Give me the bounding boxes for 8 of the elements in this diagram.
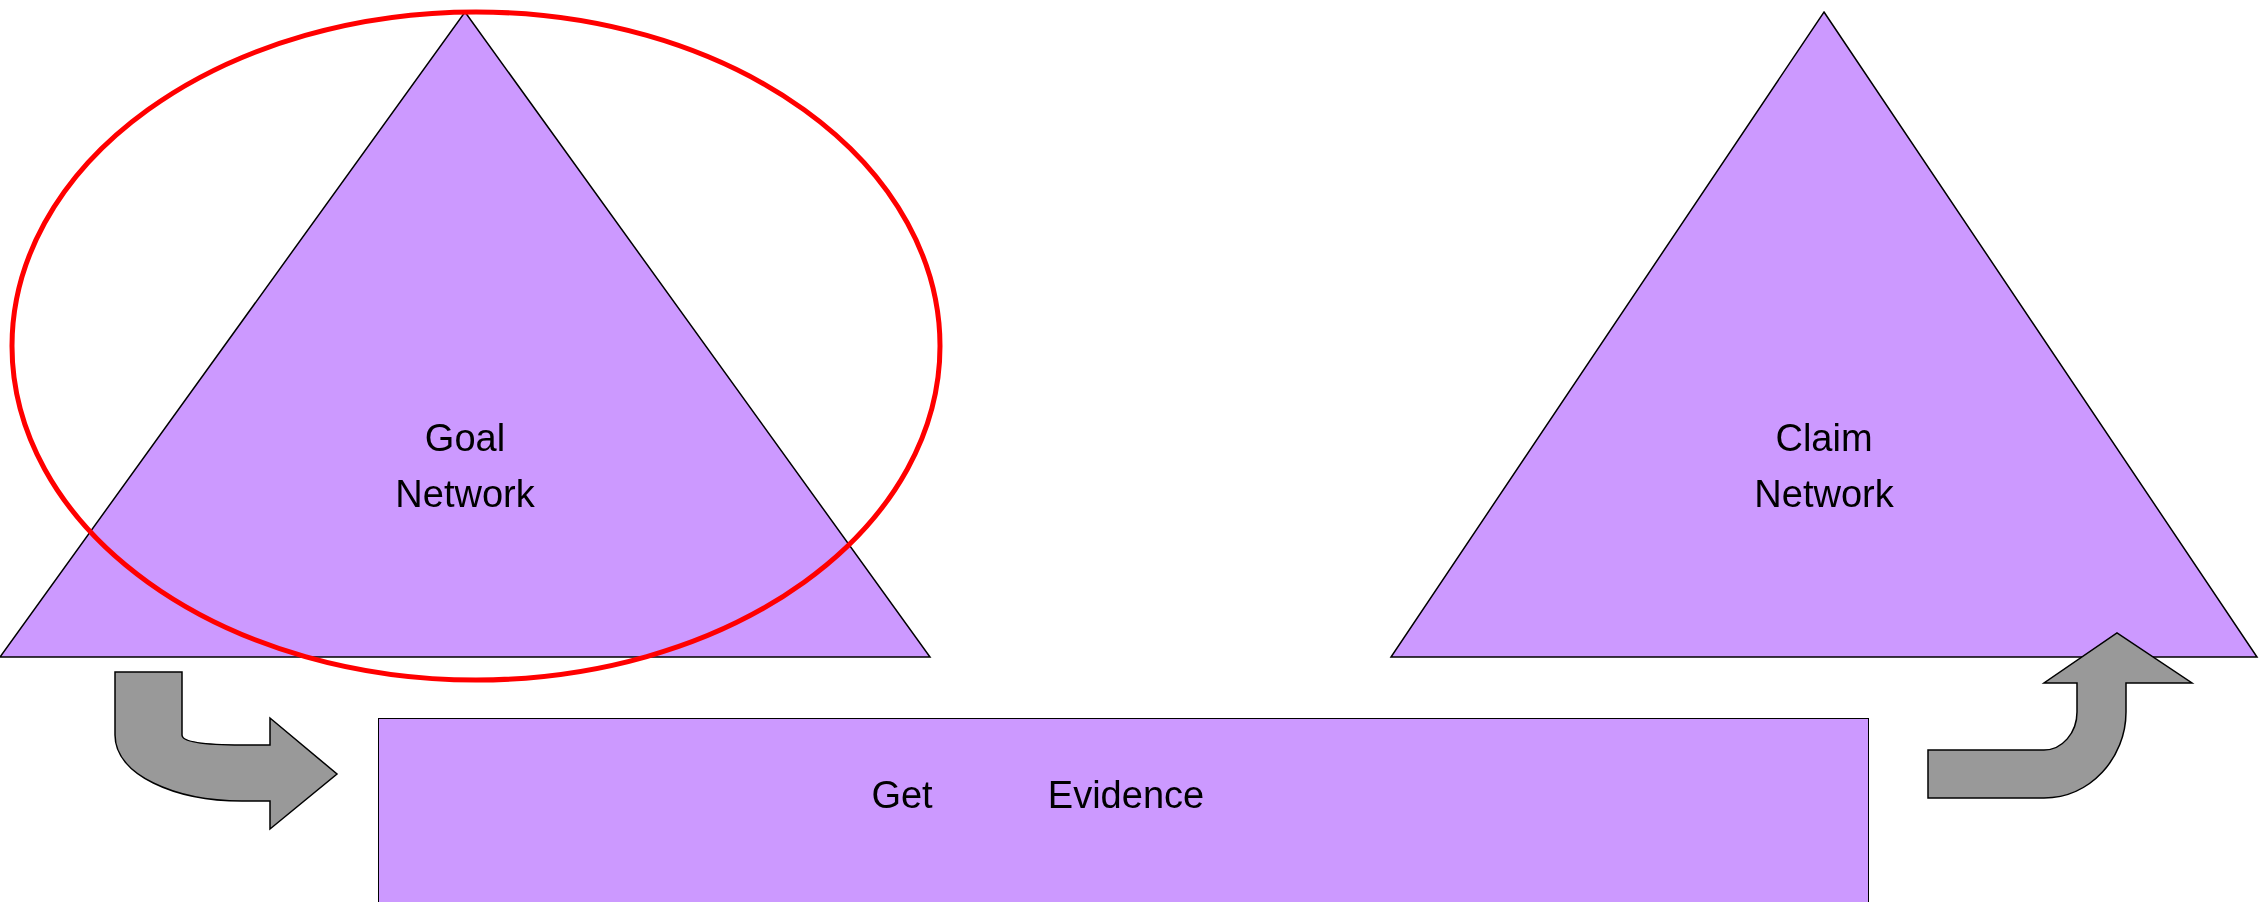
triangle-node [1389, 10, 2259, 658]
node-label: Evidence [1047, 773, 1205, 817]
node-label: Goal Network [394, 416, 536, 517]
node-label: Claim Network [1753, 416, 1895, 517]
process-box [378, 718, 1869, 902]
curved-block-arrow [1927, 632, 2193, 799]
curved-block-arrow [114, 671, 338, 830]
node-label: Get [871, 773, 933, 817]
